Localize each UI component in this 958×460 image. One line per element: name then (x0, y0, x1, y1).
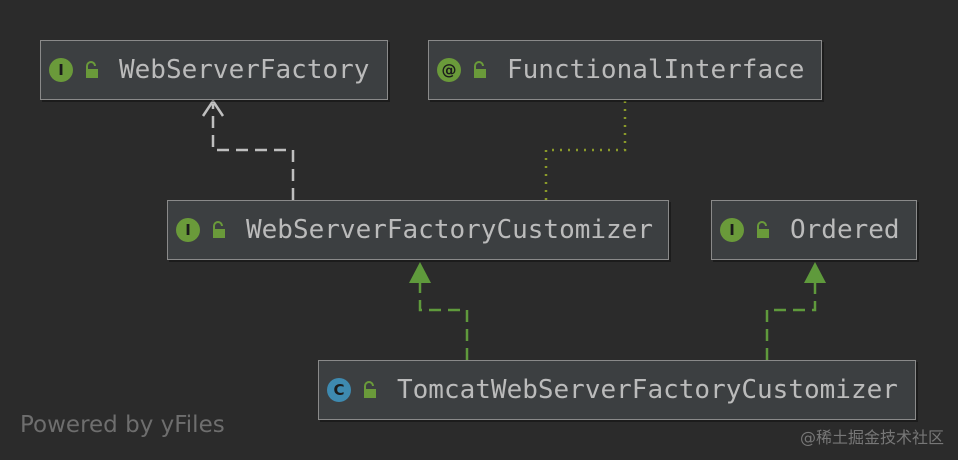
powered-by-text: Powered by yFiles (20, 412, 225, 438)
annotation-icon: @ (437, 58, 461, 82)
unlocked-padlock-icon (364, 381, 376, 398)
node-label: FunctionalInterface (507, 55, 805, 85)
node-web-server-factory[interactable]: I WebServerFactory (40, 40, 388, 100)
class-icon: C (327, 378, 351, 402)
unlocked-padlock-icon (213, 221, 225, 238)
interface-icon: I (720, 218, 744, 242)
edge-customizer-to-functionalinterface (544, 100, 627, 200)
node-label: Ordered (790, 215, 900, 245)
filled-arrowhead-ordered (804, 262, 826, 283)
node-label: WebServerFactoryCustomizer (246, 215, 653, 245)
edge-tomcat-to-ordered (765, 282, 817, 360)
node-label: TomcatWebServerFactoryCustomizer (397, 375, 898, 405)
node-tomcat-web-server-factory-customizer[interactable]: C TomcatWebServerFactoryCustomizer (318, 360, 916, 420)
unlocked-padlock-icon (757, 221, 769, 238)
edge-tomcat-to-customizer (418, 282, 469, 360)
node-functional-interface[interactable]: @ FunctionalInterface (428, 40, 822, 100)
interface-icon: I (176, 218, 200, 242)
watermark-text: @稀土掘金技术社区 (799, 428, 944, 447)
unlocked-padlock-icon (474, 61, 486, 78)
edge-customizer-to-webserverfactory (211, 104, 295, 200)
open-arrowhead (201, 98, 225, 117)
node-web-server-factory-customizer[interactable]: I WebServerFactoryCustomizer (167, 200, 669, 260)
interface-icon: I (49, 58, 73, 82)
unlocked-padlock-icon (86, 61, 98, 78)
filled-arrowhead-customizer (409, 262, 431, 283)
node-label: WebServerFactory (119, 55, 370, 85)
node-ordered[interactable]: I Ordered (711, 200, 917, 260)
